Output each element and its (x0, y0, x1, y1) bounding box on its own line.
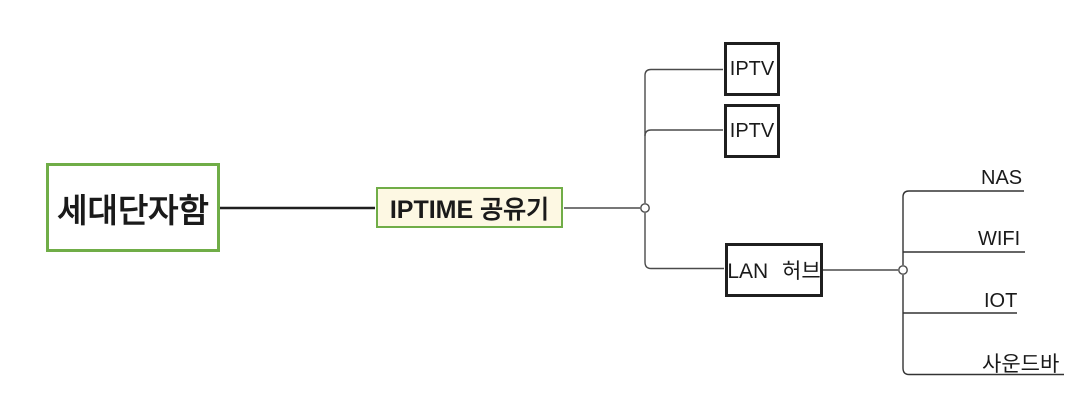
edge-junction-iptv-top (644, 68, 723, 203)
junction-dot-lan-hub (898, 265, 908, 275)
node-terminal-box: 세대단자함 (46, 163, 220, 252)
node-iptv-bottom: IPTV (724, 104, 780, 158)
leaf-nas-label: NAS (981, 167, 1023, 189)
edge-junction-iptv-bottom (644, 129, 723, 137)
edge-junction-lan-hub (644, 213, 724, 270)
node-router: IPTIME 공유기 (376, 187, 563, 228)
node-iptv-top-label: IPTV (729, 57, 775, 80)
edge-junction2-soundbar (902, 275, 1064, 376)
leaf-wifi-label: WIFI (978, 228, 1021, 250)
junction-dot-router (640, 203, 650, 213)
leaf-iot-label: IOT (984, 290, 1018, 312)
leaf-soundbar-label: 사운드바 (982, 353, 1060, 376)
node-iptv-top: IPTV (724, 42, 780, 96)
edge-junction2-nas (902, 190, 1024, 265)
node-iptv-bottom-label: IPTV (729, 119, 775, 142)
node-lan-hub: LAN 허브 (725, 243, 823, 297)
node-router-label: IPTIME 공유기 (389, 195, 550, 224)
node-lan-hub-label: LAN 허브 (727, 260, 821, 283)
node-terminal-label: 세대단자함 (57, 191, 209, 229)
